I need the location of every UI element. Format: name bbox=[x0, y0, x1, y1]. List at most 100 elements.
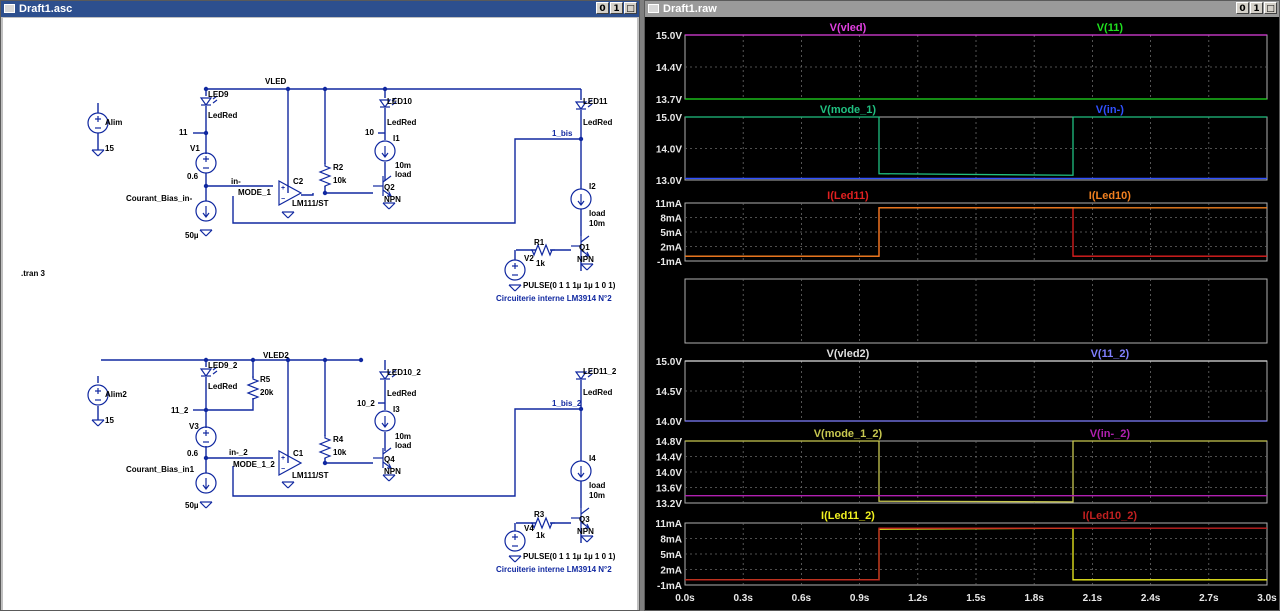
bottom-v3-value: 0.6 bbox=[187, 449, 199, 458]
bottom-bias-label: Courant_Bias_in1 bbox=[126, 465, 195, 474]
schematic-drawing: +− bbox=[21, 77, 617, 574]
y-tick-label: 2mA bbox=[660, 566, 682, 577]
trace-label[interactable]: V(vled2) bbox=[827, 348, 870, 360]
y-tick-label: 5mA bbox=[660, 550, 682, 561]
top-v1-value: 0.6 bbox=[187, 172, 199, 181]
schematic-window[interactable]: Draft1.asc 0 1 □ +− bbox=[0, 0, 640, 611]
top-r2-label: R2 bbox=[333, 163, 344, 172]
y-tick-label: 13.2V bbox=[656, 499, 682, 510]
x-tick-label: 0.6s bbox=[792, 593, 812, 604]
schematic-titlebar[interactable]: Draft1.asc 0 1 □ bbox=[1, 1, 639, 17]
top-ledred-b: LedRed bbox=[387, 118, 416, 127]
y-tick-label: 2mA bbox=[660, 243, 682, 254]
top-i1-load: load bbox=[395, 170, 412, 179]
top-node-10: 10 bbox=[365, 128, 374, 137]
bottom-r3-label: R3 bbox=[534, 510, 545, 519]
bottom-caption: Circuiterie interne LM3914 N°2 bbox=[496, 565, 612, 574]
top-bias-label: Courant_Bias_in- bbox=[126, 194, 193, 203]
y-tick-label: 14.4V bbox=[656, 453, 682, 464]
bottom-r3-value: 1k bbox=[536, 531, 545, 540]
trace-label[interactable]: V(in-) bbox=[1096, 104, 1124, 116]
top-r1-label: R1 bbox=[534, 238, 545, 247]
trace-label[interactable]: V(mode_1_2) bbox=[814, 428, 883, 440]
top-bias-value: 50µ bbox=[185, 231, 199, 240]
top-ledred-a: LedRed bbox=[208, 111, 237, 120]
y-tick-label: 14.0V bbox=[656, 145, 682, 156]
y-tick-label: 8mA bbox=[660, 535, 682, 546]
bottom-ledred-c: LedRed bbox=[583, 388, 612, 397]
trace-label[interactable]: I(Led11_2) bbox=[821, 510, 875, 522]
y-tick-label: 13.7V bbox=[656, 95, 682, 106]
top-1bis-label: 1_bis bbox=[552, 129, 573, 138]
bottom-node-10: 10_2 bbox=[357, 399, 375, 408]
trace-label[interactable]: I(Led10) bbox=[1089, 190, 1132, 202]
y-tick-label: -1mA bbox=[657, 581, 682, 592]
top-r1-value: 1k bbox=[536, 259, 545, 268]
trace-line bbox=[685, 207, 1267, 257]
bottom-i4-value: 10m bbox=[589, 491, 605, 500]
top-pulse-label: PULSE(0 1 1 1µ 1µ 1 0 1) bbox=[523, 281, 616, 290]
top-r2-value: 10k bbox=[333, 176, 347, 185]
trace-label[interactable]: V(mode_1) bbox=[820, 104, 877, 116]
bottom-ledred-a: LedRed bbox=[208, 382, 237, 391]
bottom-r4-label: R4 bbox=[333, 435, 344, 444]
waveform-maximize-button[interactable]: □ bbox=[1264, 2, 1277, 14]
bottom-q3-label: Q3 bbox=[579, 515, 590, 524]
top-ledred-c: LedRed bbox=[583, 118, 612, 127]
trace-label[interactable]: V(11) bbox=[1097, 22, 1124, 34]
bottom-circuit bbox=[87, 357, 594, 563]
bottom-node-11: 11_2 bbox=[171, 406, 189, 415]
bottom-v3-label: V3 bbox=[189, 422, 199, 431]
y-tick-label: -1mA bbox=[657, 257, 682, 268]
bottom-bias-value: 50µ bbox=[185, 501, 199, 510]
y-tick-label: 14.0V bbox=[656, 417, 682, 428]
waveform-window[interactable]: Draft1.raw 0 1 □ 15.0V 14.4V 13.7V V(vled) V… bbox=[644, 0, 1280, 611]
schematic-app-icon bbox=[4, 4, 15, 13]
y-tick-label: 15.0V bbox=[656, 31, 682, 42]
x-tick-label: 1.8s bbox=[1024, 593, 1044, 604]
x-tick-label: 0.0s bbox=[675, 593, 695, 604]
y-tick-label: 14.0V bbox=[656, 468, 682, 479]
bottom-lm111-label: LM111/ST bbox=[292, 471, 329, 480]
bottom-i3-load: load bbox=[395, 441, 412, 450]
top-led9-label: LED9 bbox=[208, 90, 229, 99]
trace-label[interactable]: I(Led10_2) bbox=[1083, 510, 1138, 522]
top-vled-label: VLED bbox=[265, 77, 287, 86]
minimize-button[interactable]: 0 bbox=[596, 2, 609, 14]
top-mode1-label: MODE_1 bbox=[238, 188, 271, 197]
top-alim-label: Alim bbox=[105, 118, 122, 127]
trace-label[interactable]: I(Led11) bbox=[827, 190, 869, 202]
bottom-vled-label: VLED2 bbox=[263, 351, 289, 360]
trace-line bbox=[685, 440, 1267, 503]
waveform-plot: 15.0V14.4V13.7VV(vled)V(11)15.0V14.0V13.… bbox=[655, 22, 1277, 604]
trace-label[interactable]: V(in-_2) bbox=[1090, 428, 1131, 440]
y-tick-label: 8mA bbox=[660, 214, 682, 225]
top-q2-type: NPN bbox=[384, 195, 401, 204]
waveform-app-icon bbox=[648, 4, 659, 13]
restore-button[interactable]: 1 bbox=[610, 2, 623, 14]
trace-label[interactable]: V(11_2) bbox=[1091, 348, 1130, 360]
waveform-restore-button[interactable]: 1 bbox=[1250, 2, 1263, 14]
trace-label[interactable]: V(vled) bbox=[830, 22, 867, 34]
bottom-led9-label: LED9_2 bbox=[208, 361, 238, 370]
maximize-button[interactable]: □ bbox=[624, 2, 637, 14]
top-circuit bbox=[87, 86, 594, 292]
x-tick-label: 2.1s bbox=[1083, 593, 1103, 604]
bottom-i3-value: 10m bbox=[395, 432, 411, 441]
top-c2-label: C2 bbox=[293, 177, 304, 186]
y-tick-label: 14.4V bbox=[656, 63, 682, 74]
top-lm111-label: LM111/ST bbox=[292, 199, 329, 208]
bottom-q3-type: NPN bbox=[577, 527, 594, 536]
bottom-pulse-label: PULSE(0 1 1 1µ 1µ 1 0 1) bbox=[523, 552, 616, 561]
waveform-titlebar[interactable]: Draft1.raw 0 1 □ bbox=[645, 1, 1279, 17]
top-q1-type: NPN bbox=[577, 255, 594, 264]
y-tick-label: 14.8V bbox=[656, 437, 682, 448]
bottom-1bis-label: 1_bis_2 bbox=[552, 399, 582, 408]
bottom-inm-label: in-_2 bbox=[229, 448, 248, 457]
top-i2-load: load bbox=[589, 209, 606, 218]
top-q1-label: Q1 bbox=[579, 243, 590, 252]
bottom-alim-value: 15 bbox=[105, 416, 114, 425]
waveform-minimize-button[interactable]: 0 bbox=[1236, 2, 1249, 14]
schematic-canvas[interactable]: +− bbox=[3, 18, 637, 610]
